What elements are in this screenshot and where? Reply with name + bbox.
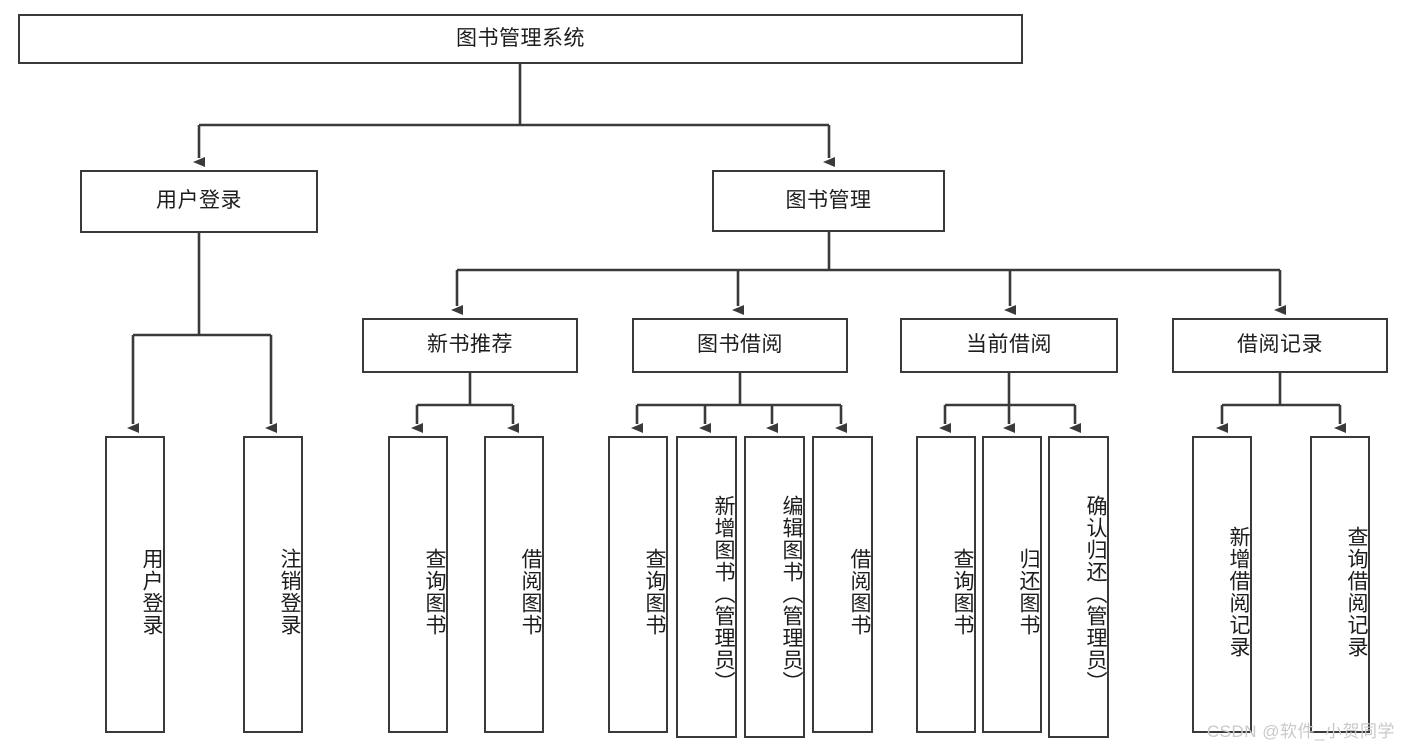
node-book-management[interactable]: 图书管理	[712, 170, 945, 232]
leaf-borrow-query-book-label: 查询图书	[643, 547, 666, 636]
leaf-current-confirm-return-admin[interactable]: 确认归还（管理员）	[1048, 436, 1109, 738]
leaf-borrow-borrow-book[interactable]: 借阅图书	[812, 436, 873, 733]
node-new-book-recommend[interactable]: 新书推荐	[362, 318, 578, 373]
leaf-user-login-label: 用户登录	[140, 547, 163, 636]
node-user-login-label: 用户登录	[156, 189, 242, 213]
node-new-book-recommend-label: 新书推荐	[427, 333, 513, 357]
leaf-newbook-query-book[interactable]: 查询图书	[388, 436, 448, 733]
leaf-newbook-borrow-book-label: 借阅图书	[519, 547, 542, 636]
node-book-borrow-label: 图书借阅	[697, 333, 783, 357]
leaf-borrow-edit-book-admin-label: 编辑图书（管理员）	[780, 495, 803, 693]
node-borrow-records[interactable]: 借阅记录	[1172, 318, 1388, 373]
leaf-borrow-add-book-admin[interactable]: 新增图书（管理员）	[676, 436, 737, 738]
leaf-borrow-edit-book-admin[interactable]: 编辑图书（管理员）	[744, 436, 805, 738]
node-user-login[interactable]: 用户登录	[80, 170, 318, 233]
node-current-borrow-label: 当前借阅	[966, 333, 1052, 357]
leaf-borrow-query-book[interactable]: 查询图书	[608, 436, 668, 733]
leaf-current-return-book-label: 归还图书	[1017, 547, 1040, 636]
leaf-user-logout-label: 注销登录	[278, 547, 301, 636]
node-borrow-records-label: 借阅记录	[1237, 333, 1323, 357]
leaf-borrow-add-book-admin-label: 新增图书（管理员）	[712, 495, 735, 693]
leaf-current-return-book[interactable]: 归还图书	[982, 436, 1042, 733]
leaf-user-login[interactable]: 用户登录	[105, 436, 165, 733]
node-book-borrow[interactable]: 图书借阅	[632, 318, 848, 373]
leaf-records-add-record-label: 新增借阅记录	[1227, 525, 1250, 658]
node-root[interactable]: 图书管理系统	[18, 14, 1023, 64]
leaf-newbook-query-book-label: 查询图书	[423, 547, 446, 636]
watermark-text: CSDN @软件_小贺同学	[1206, 722, 1395, 741]
leaf-current-query-book[interactable]: 查询图书	[916, 436, 976, 733]
node-root-label: 图书管理系统	[456, 26, 585, 50]
leaf-user-logout[interactable]: 注销登录	[243, 436, 303, 733]
leaf-records-add-record[interactable]: 新增借阅记录	[1192, 436, 1252, 733]
leaf-newbook-borrow-book[interactable]: 借阅图书	[484, 436, 544, 733]
leaf-records-query-record-label: 查询借阅记录	[1345, 525, 1368, 658]
leaf-current-query-book-label: 查询图书	[951, 547, 974, 636]
leaf-current-confirm-return-admin-label: 确认归还（管理员）	[1084, 495, 1107, 693]
leaf-records-query-record[interactable]: 查询借阅记录	[1310, 436, 1370, 733]
node-current-borrow[interactable]: 当前借阅	[900, 318, 1118, 373]
node-book-management-label: 图书管理	[785, 188, 872, 212]
leaf-borrow-borrow-book-label: 借阅图书	[848, 547, 871, 636]
